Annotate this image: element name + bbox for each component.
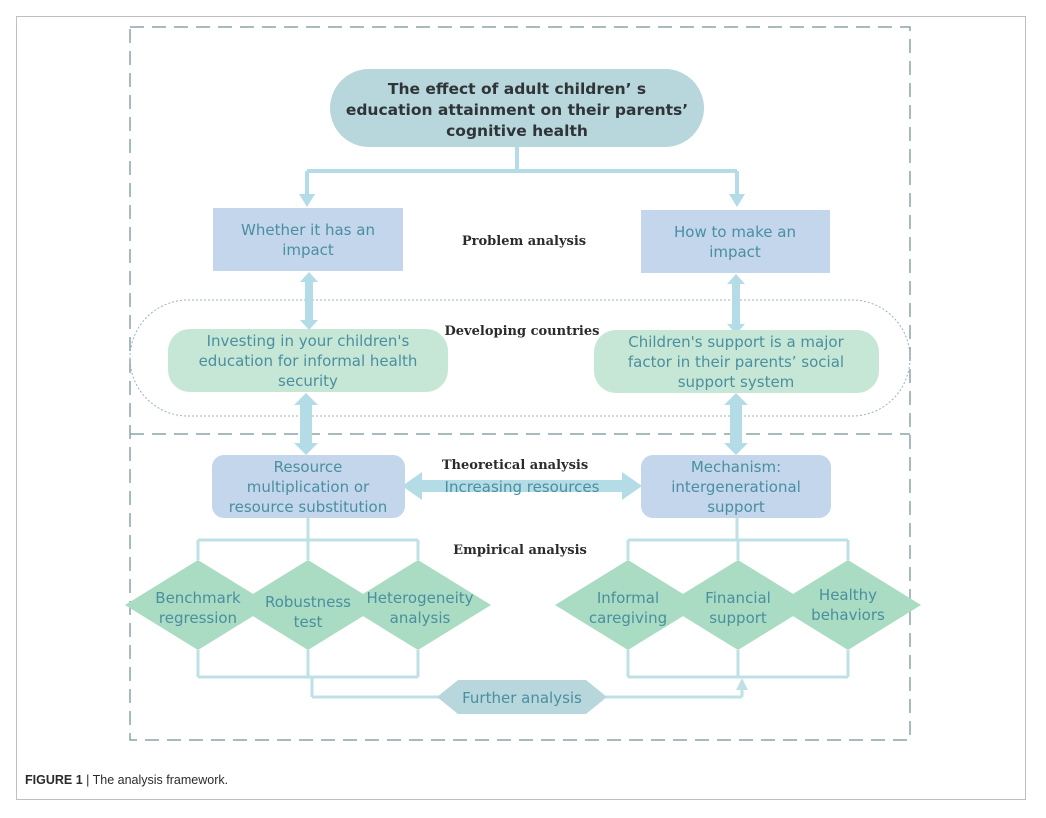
robustness-line-2: test	[294, 613, 323, 631]
left-question-box	[213, 208, 403, 271]
developing-countries-label: Developing countries	[445, 324, 600, 339]
further-arrow-head	[736, 678, 748, 690]
left-context-line-1: Investing in your children's	[207, 332, 410, 350]
title-connectors	[305, 142, 739, 196]
arrow-head-right	[729, 194, 745, 207]
financial-line-2: support	[709, 609, 767, 627]
informal-line-1: Informal	[597, 589, 659, 607]
outer-dashed-border	[129, 26, 911, 741]
caption-text: | The analysis framework.	[86, 773, 229, 787]
title-node	[330, 69, 704, 147]
left-theory-line-2: multiplication or	[247, 478, 370, 496]
right-context-line-3: support system	[678, 373, 795, 391]
right-theory-line-2: intergenerational	[671, 478, 801, 496]
left-question-line-2: impact	[282, 241, 334, 259]
left-context-line-3: security	[278, 372, 338, 390]
heterogeneity-line-2: analysis	[390, 609, 451, 627]
left-theory-line-1: Resource	[274, 458, 343, 476]
method-diamond-informal-caregiving	[555, 560, 701, 650]
method-diamond-financial-support	[665, 560, 811, 650]
healthy-line-1: Healthy	[819, 586, 877, 604]
title-line-3: cognitive health	[446, 122, 588, 140]
problem-analysis-label: Problem analysis	[462, 234, 586, 249]
healthy-line-2: behaviors	[811, 606, 885, 624]
right-theory-line-1: Mechanism:	[691, 458, 781, 476]
right-context-box	[594, 330, 879, 393]
left-context-line-2: education for informal health	[199, 352, 418, 370]
financial-line-1: Financial	[705, 589, 771, 607]
heterogeneity-line-1: Heterogeneity	[366, 589, 473, 607]
informal-line-2: caregiving	[589, 609, 667, 627]
left-theory-line-3: resource substitution	[229, 498, 387, 516]
right-theory-box	[641, 455, 831, 518]
figure-frame	[16, 16, 1026, 800]
horizontal-double-arrow	[402, 472, 642, 500]
theoretical-analysis-label: Theoretical analysis	[442, 458, 588, 473]
benchmark-line-1: Benchmark	[155, 589, 241, 607]
arrow-head-left	[299, 194, 315, 207]
right-question-line-2: impact	[709, 243, 761, 261]
right-context-line-2: factor in their parents’ social	[628, 353, 844, 371]
left-theory-box	[212, 455, 405, 518]
benchmark-line-2: regression	[159, 609, 237, 627]
further-analysis-label: Further analysis	[462, 689, 582, 707]
figure-caption: FIGURE 1 | The analysis framework.	[25, 773, 228, 787]
method-diamond-healthy-behaviors	[775, 560, 921, 650]
caption-label: FIGURE 1	[25, 773, 83, 787]
right-question-line-1: How to make an	[674, 223, 796, 241]
right-theory-line-3: support	[707, 498, 765, 516]
method-diamond-benchmark	[125, 560, 271, 650]
method-diamond-heterogeneity	[345, 560, 491, 650]
vertical-double-arrows	[294, 272, 748, 455]
method-tree-lines	[196, 518, 850, 699]
right-context-line-1: Children's support is a major	[628, 333, 844, 351]
further-analysis-node	[437, 680, 607, 714]
title-line-2: education attainment on their parents’	[346, 101, 688, 119]
method-diamond-robustness	[235, 560, 381, 650]
developing-countries-band	[129, 299, 911, 417]
empirical-analysis-label: Empirical analysis	[453, 543, 587, 558]
increasing-resources-label: Increasing resources	[445, 478, 600, 496]
title-line-1: The effect of adult children’ s	[388, 80, 646, 98]
left-context-box	[168, 329, 448, 392]
robustness-line-1: Robustness	[265, 593, 351, 611]
right-question-box	[641, 210, 830, 273]
left-question-line-1: Whether it has an	[241, 221, 375, 239]
